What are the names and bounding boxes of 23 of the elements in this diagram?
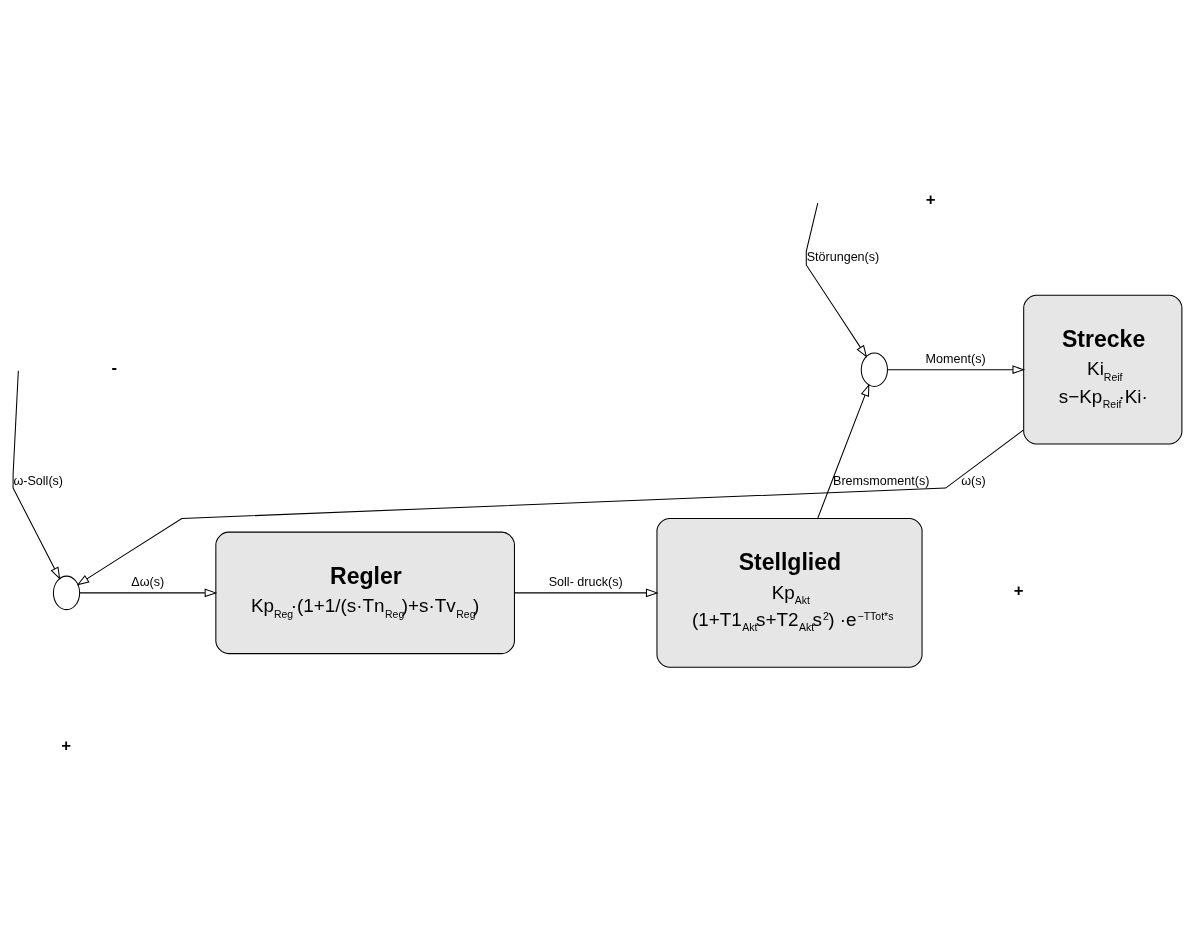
arrow [76,429,1024,585]
label: + [1013,580,1024,600]
arrow [12,369,61,580]
edge-label: Soll- druck(s) [548,574,623,589]
node-circle [860,351,888,387]
node-circle [52,575,81,610]
node-box: Strecke Ki$_{Reif}$ s−Kp$_{Reif}$·Ki· [1023,294,1183,445]
edge-label: ω-Soll(s) [13,473,64,488]
node-box: Regler Kp$_{Reg}$·(1+1/(s·Tn$_{Reg}$)+s·Tv$_{Reg}$) [215,531,515,654]
edge-label: ω(s) [961,473,986,488]
arrow [79,587,218,597]
edge-label: Störungen(s) [806,249,880,264]
arrow [513,587,659,597]
node-box: Stellglied Kp$_{Akt}$ (1+T1$_{Akt}$s+T2$_{Akt}$s$^{2}$) ·e$^{−TTot*s}$ [656,517,923,668]
arrow [817,383,870,519]
edge-label: Moment(s) [925,351,986,366]
arrow [887,364,1026,374]
label: + [925,189,936,209]
arrow [805,202,868,358]
edge-label: Bremsmoment(s) [833,473,930,488]
label: + [61,735,72,755]
edge-label: Δω(s) [131,574,165,589]
label: - [111,357,118,377]
